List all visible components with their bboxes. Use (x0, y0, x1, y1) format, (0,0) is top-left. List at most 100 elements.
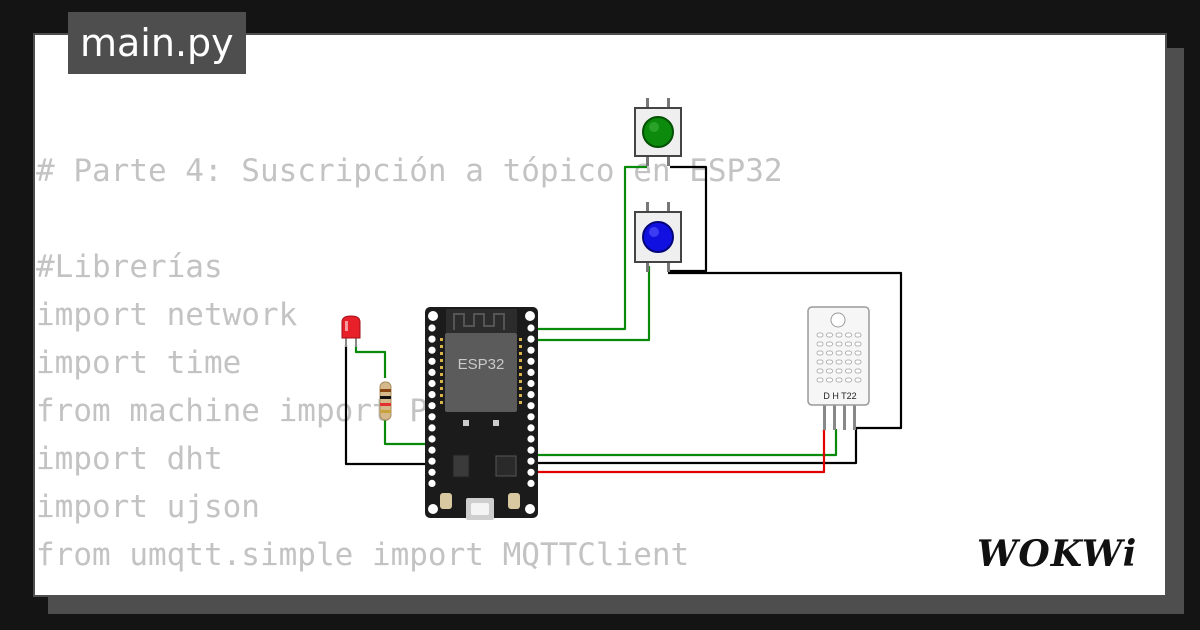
module-pad (519, 387, 522, 390)
dht22-label: D H T22 (823, 391, 856, 401)
vent-slot (826, 341, 833, 347)
esp32-pin (428, 435, 436, 443)
vent-slot (816, 332, 824, 338)
vent-slot (835, 332, 843, 338)
project-preview-card (33, 33, 1167, 597)
module-pad (519, 380, 522, 383)
module-pad (519, 366, 522, 369)
module-pad (519, 401, 522, 404)
vent-slot (835, 377, 843, 383)
module-pad (519, 345, 522, 348)
vent-slot (826, 332, 833, 338)
vent-slot (816, 350, 824, 356)
esp32-pin (428, 368, 436, 376)
vent-slot (816, 359, 824, 365)
esp32-pin (428, 468, 436, 476)
esp32-pin (428, 324, 436, 332)
code-line-3: #Librerías (36, 249, 223, 285)
wire-green-button-bottom (532, 266, 651, 342)
file-tab-main-py[interactable]: main.py (68, 12, 246, 74)
dht22-vent-grid (816, 332, 862, 383)
esp32-pin (527, 391, 535, 399)
esp32-pin (527, 468, 535, 476)
vent-slot (835, 350, 843, 356)
module-pad (440, 380, 443, 383)
esp32-pin (428, 413, 436, 421)
vent-slot (826, 350, 833, 356)
esp32-board[interactable]: ESP32 (425, 307, 538, 520)
vent-slot (816, 368, 824, 374)
vent-slot (835, 368, 843, 374)
vent-slot (835, 341, 843, 347)
esp32-pin (527, 435, 535, 443)
module-pad (440, 373, 443, 376)
esp32-pin (527, 368, 535, 376)
esp32-pin (527, 479, 535, 487)
module-pad (519, 352, 522, 355)
esp32-chip-label: ESP32 (458, 356, 505, 373)
code-line-1: # Parte 4: Suscripción a tópico en ESP32 (36, 153, 783, 189)
code-line-8: import ujson (36, 489, 260, 525)
pushbutton-blue[interactable] (634, 202, 682, 272)
vent-slot (854, 332, 862, 338)
esp32-pin (527, 424, 535, 432)
vent-slot (816, 341, 824, 347)
module-pad (519, 373, 522, 376)
esp32-pin (527, 402, 535, 410)
esp32-pin (527, 413, 535, 421)
esp32-left-pin-header (428, 324, 436, 487)
module-pad (519, 338, 522, 341)
esp32-pin (428, 335, 436, 343)
esp32-pin (428, 346, 436, 354)
module-pad (440, 352, 443, 355)
vent-slot (854, 377, 862, 383)
module-pad (440, 338, 443, 341)
esp32-pin (428, 457, 436, 465)
module-pad (440, 366, 443, 369)
vent-slot (854, 368, 862, 374)
vent-slot (845, 350, 852, 356)
vent-slot (854, 341, 862, 347)
vent-slot (845, 359, 852, 365)
wire-green-button-top (532, 165, 647, 331)
vent-slot (835, 359, 843, 365)
code-line-4: import network (36, 297, 298, 333)
esp32-pin (527, 457, 535, 465)
esp32-right-pin-header (527, 324, 535, 487)
pushbutton-green[interactable] (634, 98, 682, 166)
esp32-module-pads (440, 338, 522, 404)
resistor[interactable] (379, 381, 392, 421)
esp32-pin (428, 479, 436, 487)
dht22-sensor[interactable]: D H T22 (807, 306, 870, 430)
esp32-pin (428, 379, 436, 388)
esp32-pin (428, 446, 436, 454)
vent-slot (845, 368, 852, 374)
vent-slot (845, 332, 852, 338)
code-line-6: from machine import Pin (36, 393, 466, 429)
esp32-pin (527, 324, 535, 332)
code-line-7: import dht (36, 441, 223, 477)
code-line-5: import time (36, 345, 242, 381)
led-red[interactable] (341, 315, 361, 347)
module-pad (519, 394, 522, 397)
vent-slot (845, 377, 852, 383)
wire-black-gnd-dht (532, 271, 903, 465)
module-pad (440, 394, 443, 397)
vent-slot (816, 377, 824, 383)
esp32-pin (527, 335, 535, 343)
esp32-pin (527, 346, 535, 354)
vent-slot (845, 341, 852, 347)
esp32-pin (527, 446, 535, 454)
esp32-pin (527, 357, 535, 365)
module-pad (519, 359, 522, 362)
vent-slot (826, 368, 833, 374)
wokwi-logo-text: WOKWi (977, 533, 1137, 575)
module-pad (440, 345, 443, 348)
module-pad (440, 401, 443, 404)
module-pad (440, 387, 443, 390)
wire-black-led-cathode (344, 345, 432, 466)
esp32-pin (428, 391, 436, 399)
wire-green-resistor (383, 420, 432, 446)
wokwi-logo: WOKWi (977, 533, 1137, 575)
